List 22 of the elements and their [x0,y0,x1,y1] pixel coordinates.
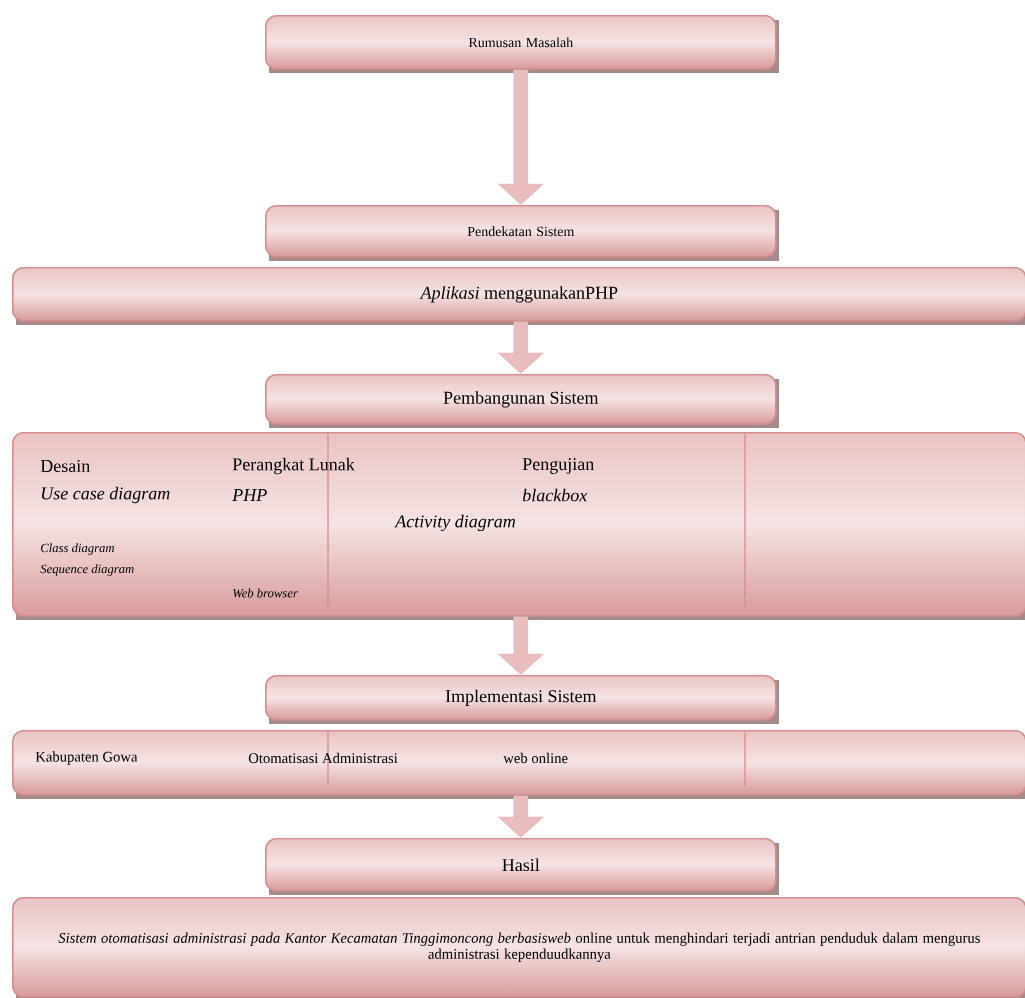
box-text: Pengujian [522,458,594,474]
process-box [12,730,1025,799]
box-text: Activity diagram [394,514,515,532]
box-text: Class diagram [41,543,114,555]
box-text: Web browser [233,588,298,598]
box-text: PHP [232,489,267,501]
process-box [12,432,1025,620]
process-box: Pembangunan Sistem [265,374,779,428]
box-text: Perangkat Lunak [232,457,355,475]
process-box: Hasil [265,838,779,895]
process-box: Rumusan Masalah [265,15,779,73]
box-text: Otomatisasi Administrasi [248,752,398,764]
process-box: Implementasi Sistem [265,675,779,724]
process-box: Sistem otomatisasi administrasi pada Kantor Kecamatan Tinggimoncong berbasisweb online untuk menghindari terjadi antrian penduduk dalam mengurus administrasi kependuudkannya [12,897,1025,998]
box-text: blackbox [522,488,588,502]
box-text: Sequence diagram [40,564,134,576]
box-text: Desain [40,459,90,473]
process-box: Aplikasi menggunakanPHP [12,267,1025,325]
process-box: Pendekatan Sistem [265,205,779,261]
box-text: Use case diagram [41,486,170,504]
box-text: Kabupaten Gowa [35,751,138,765]
box-text: web online [503,752,568,764]
